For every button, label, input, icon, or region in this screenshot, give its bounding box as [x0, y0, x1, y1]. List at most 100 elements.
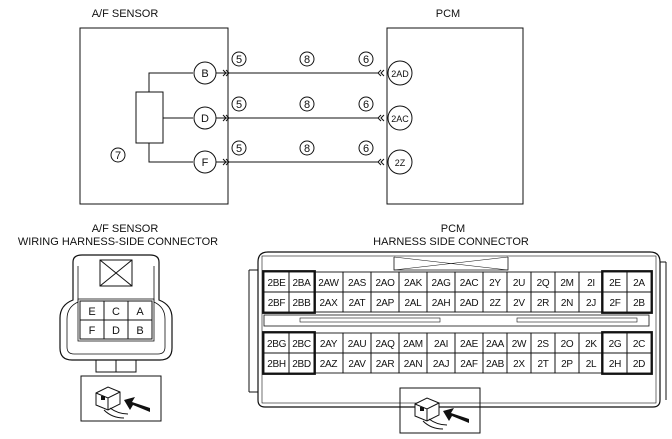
- pcm-connector-cell-label: 2AN: [404, 359, 423, 370]
- pcm-box: [386, 27, 524, 205]
- sensor-lead-f: [148, 143, 193, 163]
- af-connector-pin-label: D: [112, 325, 120, 337]
- pcm-connector-cell-label: 2AJ: [433, 359, 450, 370]
- pcm-connector-cell-label: 2AQ: [375, 339, 395, 350]
- pcm-terminal-label: 2AD: [391, 69, 409, 79]
- pcm-connector-cell: 2AO: [370, 271, 400, 293]
- sensor-terminal-label: F: [202, 157, 209, 169]
- sensor-terminal: B: [193, 61, 217, 85]
- pcm-connector-cell: 2AE: [454, 332, 484, 354]
- pcm-connector-cell-label: 2AC: [460, 278, 479, 289]
- pcm-connector-cell-label: 2BF: [268, 298, 286, 309]
- af-connector-pin: B: [127, 319, 153, 340]
- pcm-connector-cell: 2X: [506, 352, 532, 374]
- wire-callout-label: 8: [304, 143, 310, 155]
- pcm-connector-cell-label: 2AH: [432, 298, 451, 309]
- pcm-connector-cell: 2J: [578, 291, 604, 313]
- pcm-connector-cell-label: 2M: [560, 278, 573, 289]
- pcm-connector-cell: 2W: [506, 332, 532, 354]
- wire-callout: 6: [358, 51, 374, 67]
- pcm-connector-cell: 2R: [530, 291, 556, 313]
- pcm-connector-cell-label: 2AK: [404, 278, 423, 289]
- pcm-connector-cell-label: 2BC: [292, 339, 311, 350]
- sensor-terminal-label: B: [201, 68, 208, 80]
- pcm-connector-cell-label: 2AM: [403, 339, 423, 350]
- pcm-connector-cell: 2L: [578, 352, 604, 374]
- sensor-terminal-label: D: [201, 113, 209, 125]
- wire-callout-label: 5: [236, 54, 242, 66]
- sensor-element: [135, 91, 164, 144]
- pcm-connector-cell: 2G: [602, 332, 628, 354]
- wire-callout: 5: [231, 140, 247, 156]
- pcm-connector-cell: 2P: [554, 352, 580, 374]
- pcm-connector-cell: 2AR: [370, 352, 400, 374]
- pcm-connector-cell: 2AH: [426, 291, 456, 313]
- pcm-connector-cell-label: 2BH: [267, 359, 286, 370]
- pcm-connector-cell: 2Q: [530, 271, 556, 293]
- af-connector-pin: A: [127, 300, 153, 321]
- pcm-connector-cell-label: 2AL: [405, 298, 423, 309]
- pcm-connector-cell-label: 2AB: [486, 359, 505, 370]
- pcm-terminal: 2Z: [387, 149, 413, 175]
- pcm-connector-cell-label: 2AD: [460, 298, 479, 309]
- pcm-connector-cell: 2BC: [288, 332, 315, 354]
- af-connector-body: [59, 254, 173, 373]
- pcm-connector-cell-label: 2T: [537, 359, 548, 370]
- af-connector-pin-label: C: [112, 306, 120, 318]
- pcm-connector-cell-label: 2S: [537, 339, 549, 350]
- pcm-connector-cell-label: 2X: [513, 359, 525, 370]
- pcm-connector-cell-label: 2D: [633, 359, 645, 370]
- pcm-connector-cell-label: 2I: [587, 278, 595, 289]
- wire-callout: 8: [299, 51, 315, 67]
- pcm-connector-cell: 2AU: [342, 332, 372, 354]
- pcm-connector-cell-label: 2BA: [292, 278, 311, 289]
- pcm-connector-cell-label: 2AU: [348, 339, 367, 350]
- pcm-connector-cell: 2M: [554, 271, 580, 293]
- pcm-connector-cell: 2N: [554, 291, 580, 313]
- pcm-connector-cell-label: 2E: [609, 278, 621, 289]
- sensor-terminal: D: [193, 106, 217, 130]
- pcm-connector-cell-label: 2AG: [431, 278, 451, 289]
- pcm-connector-cell-label: 2BE: [267, 278, 286, 289]
- pcm-connector-cell-label: 2Q: [537, 278, 550, 289]
- pcm-connector-cell-label: 2AW: [318, 278, 339, 289]
- pcm-connector-cell-label: 2W: [512, 339, 527, 350]
- pcm-connector-cell-label: 2F: [609, 298, 620, 309]
- wire-callout: 6: [358, 96, 374, 112]
- pcm-connector-cell: 2F: [602, 291, 628, 313]
- af-sensor-title: A/F SENSOR: [92, 8, 159, 20]
- pcm-connector-cell-label: 2G: [609, 339, 622, 350]
- pcm-connector-cell: 2AT: [342, 291, 372, 313]
- pcm-connector-cell: 2AS: [342, 271, 372, 293]
- pcm-connector-cell: 2E: [602, 271, 628, 293]
- pcm-connector-cell-label: 2AP: [376, 298, 395, 309]
- pcm-connector-cell: 2BE: [263, 271, 290, 293]
- pcm-connector-cell-label: 2AA: [486, 339, 505, 350]
- wire-callout: 8: [299, 140, 315, 156]
- pcm-connector-cell: 2AL: [398, 291, 428, 313]
- wire-callout-label: 5: [236, 143, 242, 155]
- pcm-connector-cell: 2AI: [426, 332, 456, 354]
- pcm-connector-cell-label: 2AZ: [320, 359, 338, 370]
- pcm-terminal-label: 2AC: [391, 114, 409, 124]
- pcm-connector-cell: 2AN: [398, 352, 428, 374]
- af-connector-pin-label: A: [136, 306, 144, 318]
- pcm-connector-cell-label: 2U: [513, 278, 525, 289]
- pcm-terminal: 2AD: [387, 60, 413, 86]
- pcm-connector-cell-label: 2A: [633, 278, 645, 289]
- pcm-connector-cell: 2BA: [288, 271, 315, 293]
- pcm-connector-cell: 2U: [506, 271, 532, 293]
- af-connector-view-icon: [80, 375, 162, 422]
- pcm-connector-cell: 2T: [530, 352, 556, 374]
- af-connector-pin: D: [103, 319, 129, 340]
- pcm-connector-cell: 2AF: [454, 352, 484, 374]
- pcm-connector-cell-label: 2AE: [460, 339, 479, 350]
- pcm-connector-cell-label: 2AY: [320, 339, 338, 350]
- pcm-connector-cell: 2Z: [482, 291, 508, 313]
- pcm-terminal: 2AC: [387, 105, 413, 131]
- pcm-connector-cell: 2AG: [426, 271, 456, 293]
- af-sensor-box: [79, 27, 229, 205]
- pcm-connector-cell-label: 2L: [586, 359, 597, 370]
